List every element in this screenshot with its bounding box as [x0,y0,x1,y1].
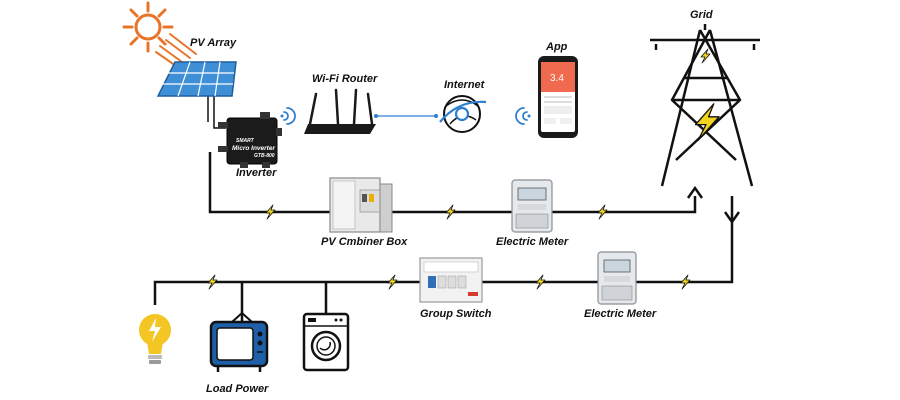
switch-to-loads-wire [153,280,420,322]
lightning-bolt-icon [387,274,398,290]
lightning-bolt-icon [207,274,218,290]
app-label: App [545,41,568,53]
internet-label: Internet [444,79,486,91]
sun-icon [122,1,174,53]
arrow-up-to-grid-icon [686,185,704,199]
grid-bolt-small-icon [700,48,711,64]
internet-globe-icon [439,95,487,133]
group-switch-icon [419,257,483,303]
pv-combiner-box-icon [329,177,393,233]
app-wifi-icon [515,107,531,125]
wifi-router-label: Wi-Fi Router [312,73,378,85]
electric-meter-top-label: Electric Meter [496,236,569,248]
electric-meter-top-icon [511,179,553,233]
lightning-bolt-icon [680,274,691,290]
lightning-bolt-icon [445,204,456,220]
grid-label: Grid [690,9,713,21]
grid-tower-icon [650,24,760,187]
inverter-name-text: Micro Inverter [232,145,275,152]
pv-array-label: PV Array [190,37,237,49]
micro-inverter-icon: SMART Micro Inverter GTB-800 [218,112,282,168]
pv-panel-icon [156,61,237,97]
light-bulb-icon [139,314,171,364]
lightning-bolt-icon [535,274,546,290]
group-switch-label: Group Switch [420,308,492,320]
grid-to-meter-wire [636,196,734,284]
inverter-model-text: GTB-800 [254,153,275,159]
inverter-wifi-icon [280,107,296,125]
meter-to-grid-wire [552,196,697,214]
wifi-router-icon [304,88,376,134]
load-power-label: Load Power [206,383,269,395]
grid-bolt-large-icon [694,103,720,141]
pv-combiner-box-label: PV Cmbiner Box [321,236,408,248]
lightning-bolt-icon [597,204,608,220]
inverter-to-combiner-wire [208,152,330,214]
electric-meter-bottom-label: Electric Meter [584,308,657,320]
inverter-label: Inverter [236,167,277,179]
television-icon [209,312,269,372]
sun-rays-icon [155,33,197,67]
smartphone-app-icon: 3.4 [538,56,578,138]
inverter-brand-text: SMART [236,138,255,144]
app-value-text: 3.4 [550,73,564,84]
lightning-bolt-icon [265,204,276,220]
arrow-down-from-grid-icon [723,211,741,225]
electric-meter-bottom-icon [597,251,637,305]
washing-machine-icon [302,312,350,372]
